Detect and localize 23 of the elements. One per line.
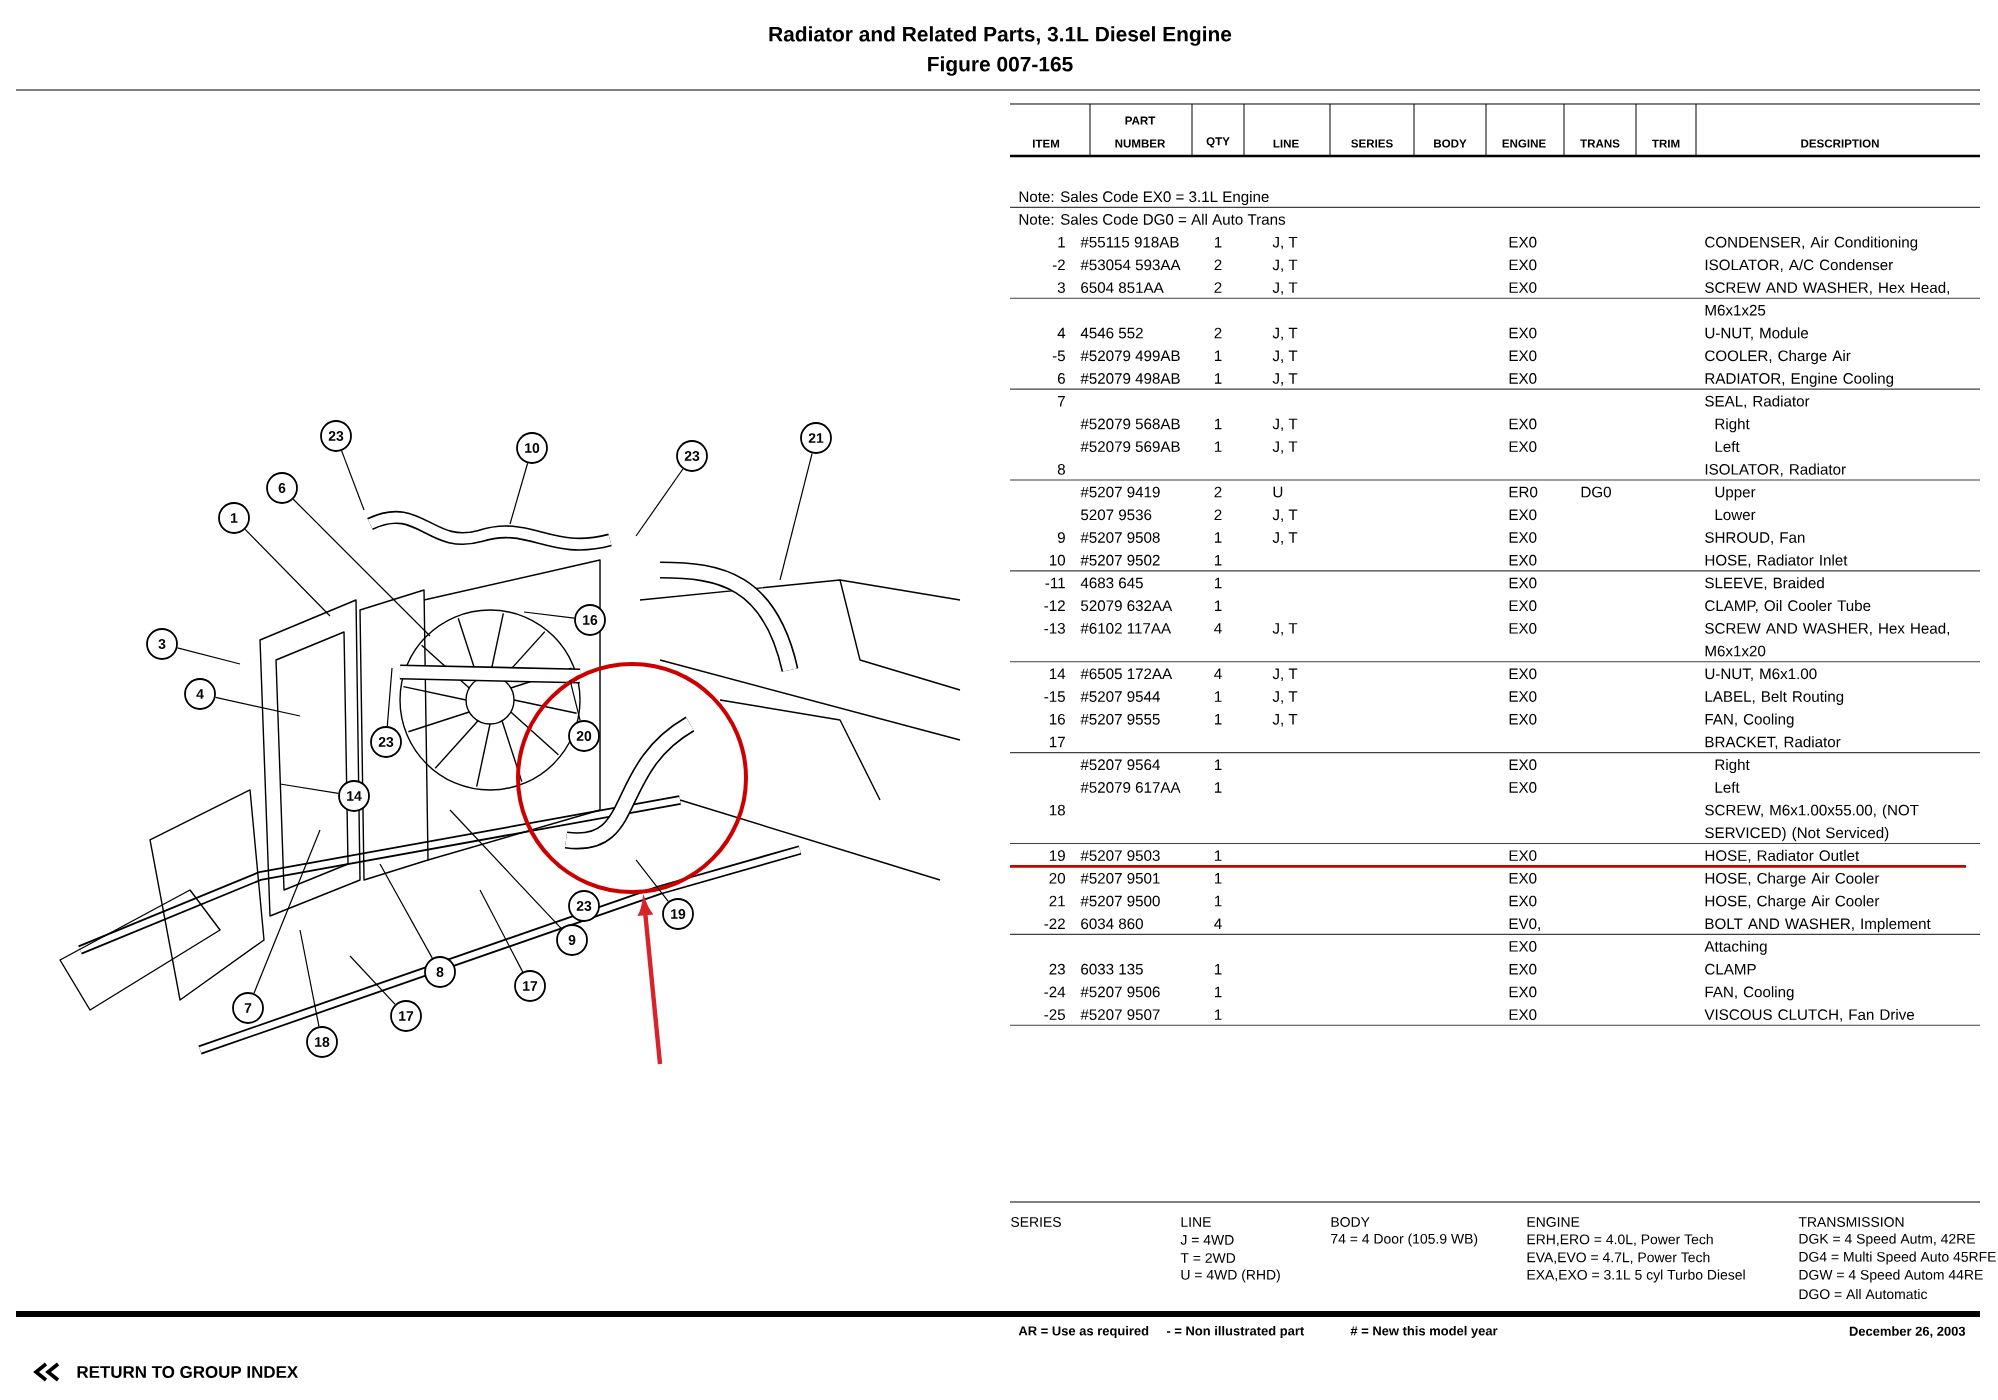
leader-line [292,498,431,637]
page-title: Radiator and Related Parts, 3.1L Diesel Engine [769,26,1232,46]
leader-line [349,955,396,1005]
leader-line [214,696,301,717]
leader-line [779,452,813,581]
leader-line [635,859,669,903]
leader-line [569,679,581,722]
leader-line [523,611,575,619]
leader-line [449,809,562,929]
figure-number: Figure 007-165 [928,56,1073,76]
leader-line [244,528,331,617]
leader-line [479,889,524,973]
leader-line [379,863,433,959]
leader-line [509,462,529,525]
leader-line [299,929,320,1027]
highlight-circle [516,662,748,894]
leader-line [341,450,365,511]
leader-line [176,647,241,665]
leader-line [635,468,684,537]
leader-line [279,783,339,795]
leader-line [386,667,393,727]
return-link: RETURN TO GROUP INDEX [77,1366,298,1378]
leader-line [253,829,321,994]
